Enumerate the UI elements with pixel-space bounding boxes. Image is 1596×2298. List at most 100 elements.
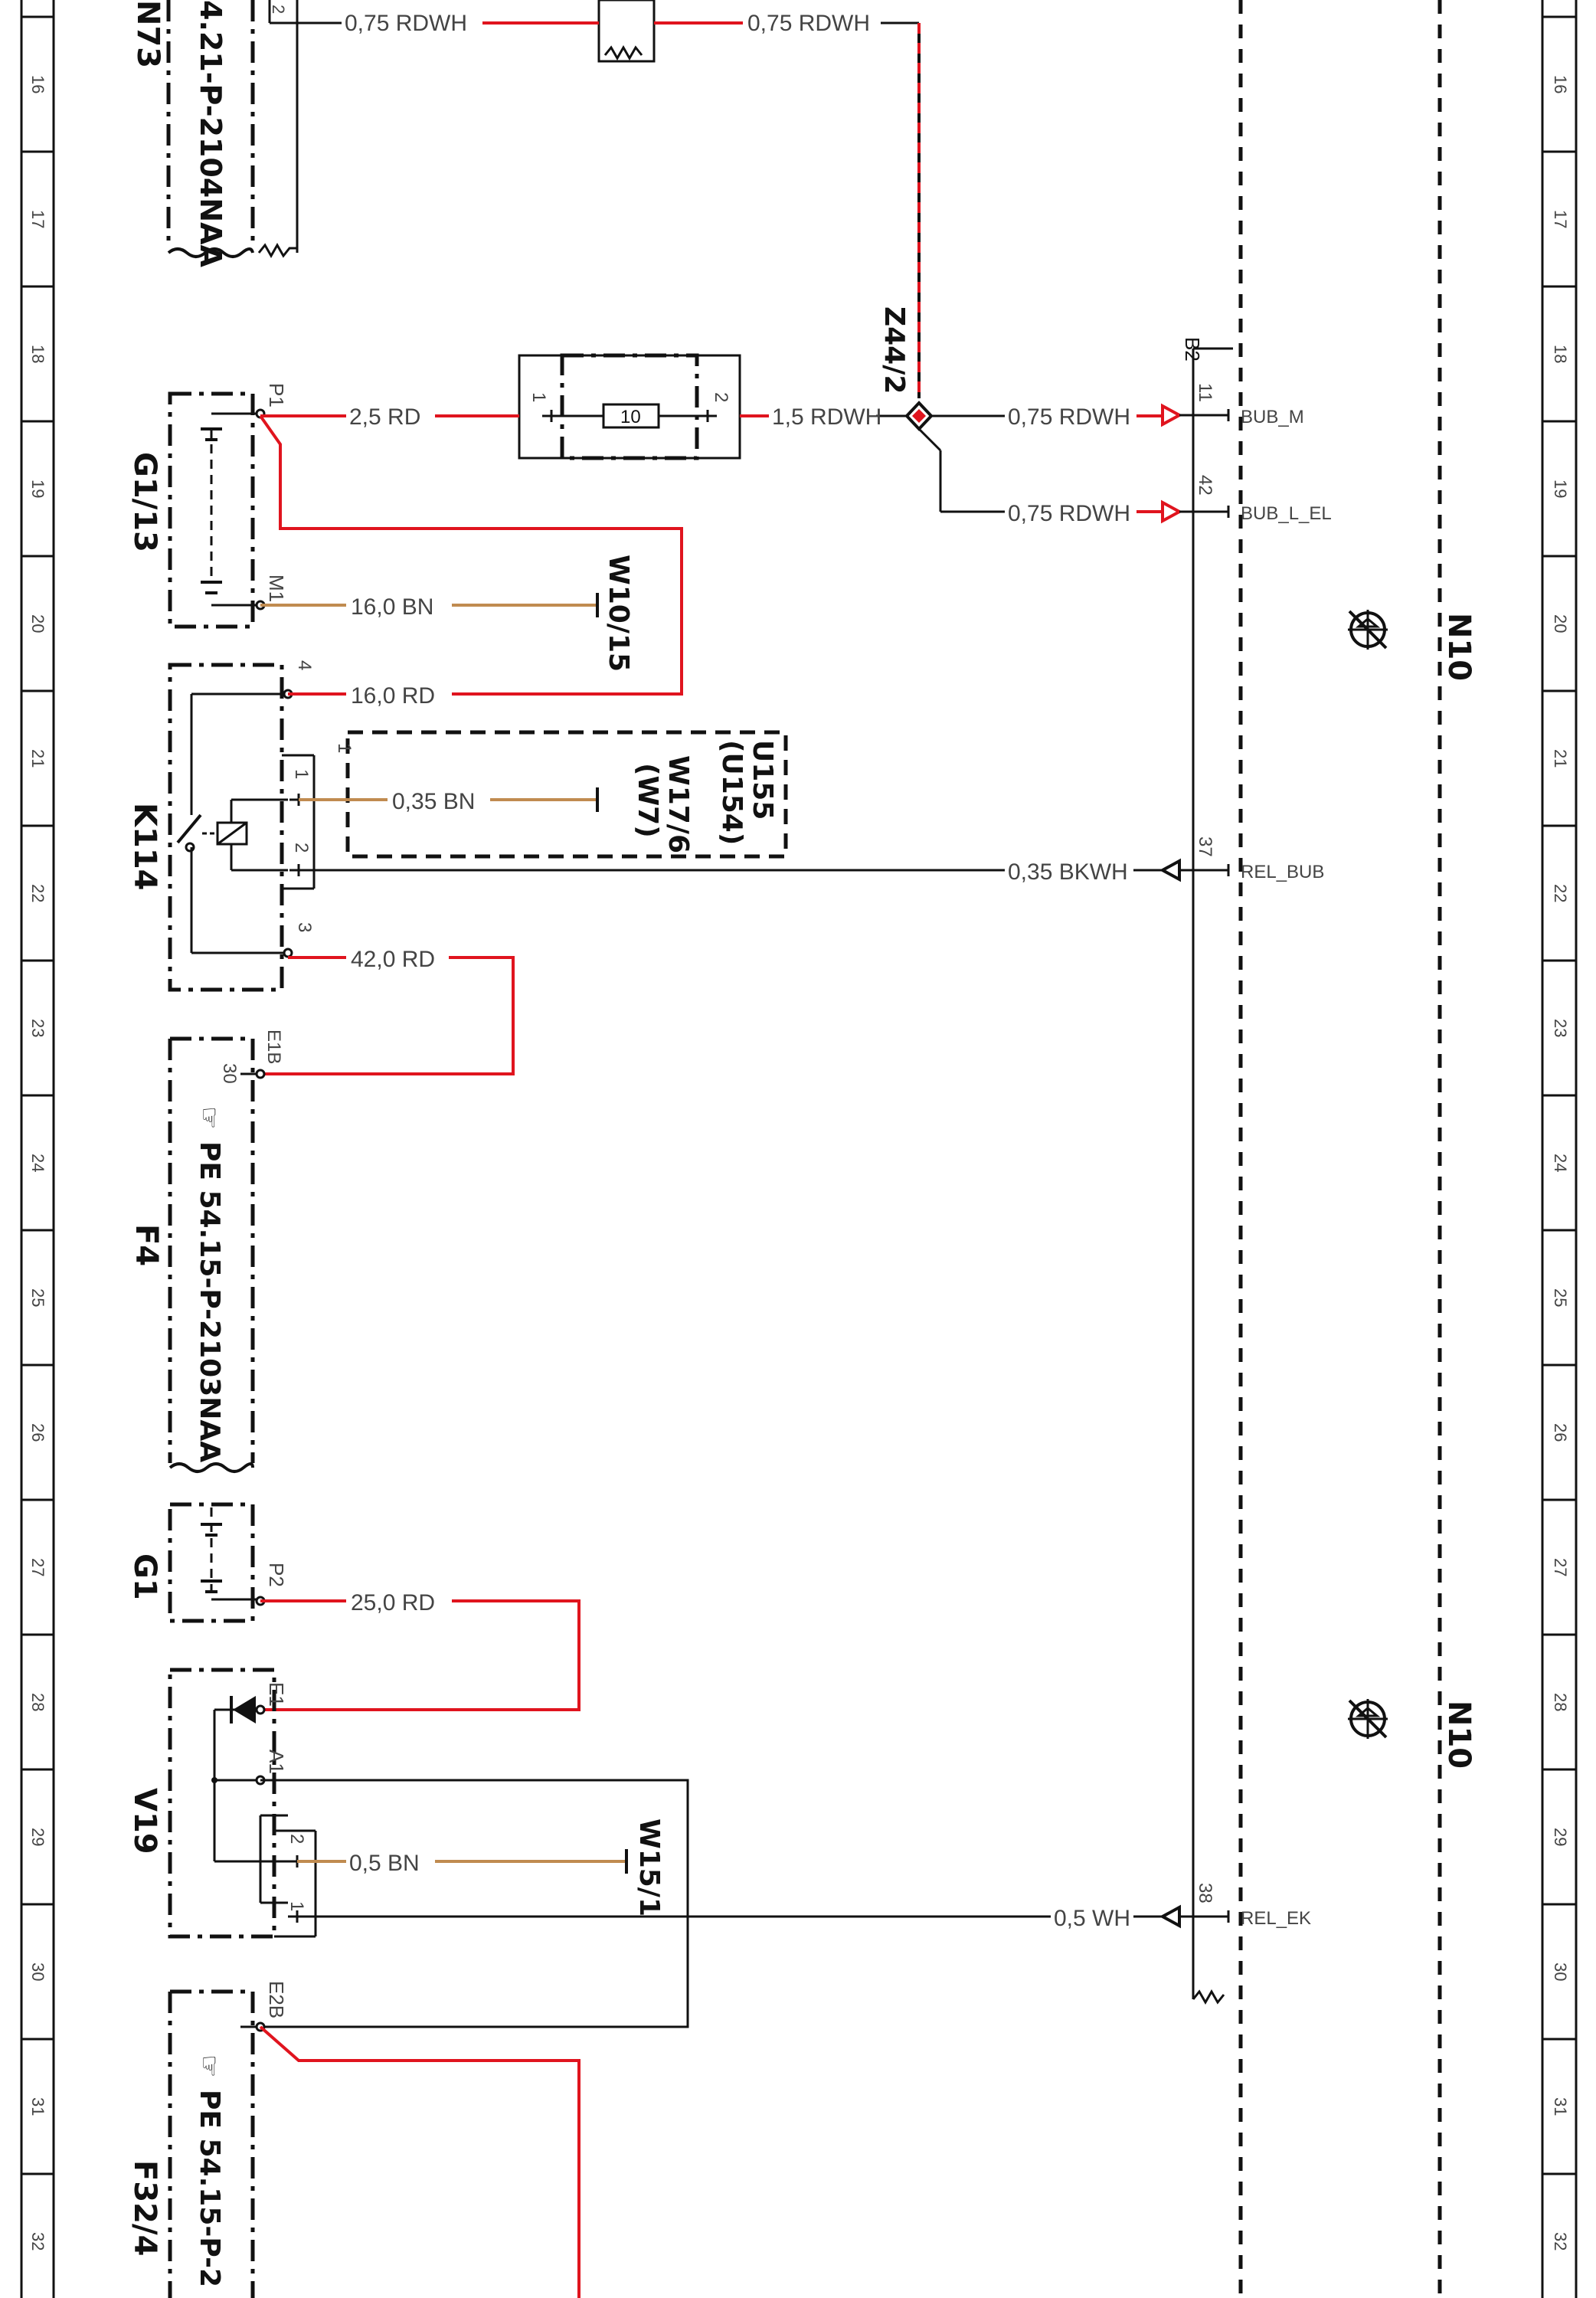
n10-signal-name: REL_EK bbox=[1241, 1908, 1311, 1929]
n10-signal-name: REL_BUB bbox=[1241, 862, 1324, 882]
wire-label: 0,5 BN bbox=[349, 1851, 420, 1876]
k114-label: K114 bbox=[127, 803, 162, 891]
ruler-number: 24 bbox=[28, 1154, 47, 1172]
ruler-number: 29 bbox=[28, 1828, 47, 1846]
ruler-number: 29 bbox=[1551, 1828, 1570, 1846]
w17-6-label: W17/6 bbox=[662, 755, 694, 853]
n10-signal-name: BUB_M bbox=[1241, 407, 1304, 427]
g1-13-label: G1/13 bbox=[127, 452, 162, 552]
n10-control-unit: B2 N10 N10 bbox=[1181, 0, 1477, 2298]
wire-z44-branch-a bbox=[917, 427, 942, 452]
w17-6-alt-label: (W7) bbox=[632, 763, 663, 838]
u155-label: U155 bbox=[747, 740, 778, 820]
f4-label: F4 bbox=[129, 1224, 164, 1266]
ruler-number: 17 bbox=[1551, 210, 1570, 228]
k114-pin3: 3 bbox=[294, 922, 315, 932]
f32-4-reference: PE 54.15-P-2 bbox=[194, 2090, 225, 2287]
wire-g1-to-v19 bbox=[260, 1599, 581, 1711]
n73-component: 2 N73 4.21-P-2104NAA bbox=[130, 0, 299, 267]
ruler-number: 19 bbox=[28, 480, 47, 498]
n10-pin-42: 42 BUB_L_EL bbox=[1161, 475, 1332, 524]
u155-frame-pin: 1 bbox=[334, 743, 355, 753]
ruler-number: 16 bbox=[1551, 75, 1570, 93]
k114-pin2: 2 bbox=[291, 843, 312, 853]
v19-pin-a1: A1 bbox=[265, 1750, 288, 1774]
w15-1-label: W15/1 bbox=[633, 1818, 665, 1917]
ruler-number: 24 bbox=[1551, 1154, 1570, 1172]
ruler-number: 27 bbox=[1551, 1558, 1570, 1576]
ruler-number: 30 bbox=[1551, 1962, 1570, 1981]
k114-relay: K114 4 1 2 3 bbox=[127, 660, 316, 992]
n10-pin-37: 37 REL_BUB bbox=[1159, 836, 1324, 882]
z44-2-label: Z44/2 bbox=[878, 306, 910, 394]
ground-symbol-top bbox=[1346, 608, 1389, 651]
g1-pin: P2 bbox=[265, 1563, 288, 1587]
n10-pin-number: 37 bbox=[1195, 836, 1215, 857]
wire-label: 42,0 RD bbox=[351, 947, 435, 972]
f4-fuse-box: E1B 30 ☞ PE 54.15-P-2103NAA F4 bbox=[129, 1030, 284, 1473]
n73-pin: 2 bbox=[269, 5, 288, 14]
ruler-number: 31 bbox=[1551, 2097, 1570, 2116]
ruler-number: 19 bbox=[1551, 480, 1570, 498]
wire-a1-to-f32 bbox=[260, 1779, 689, 2028]
wire-label: 0,75 RDWH bbox=[1008, 404, 1130, 430]
n10-pin-38: 38 REL_EK bbox=[1159, 1883, 1311, 1929]
wire-label: 0,75 RDWH bbox=[1008, 501, 1130, 526]
wire-p1-to-k114 bbox=[259, 414, 683, 696]
w10-15-label: W10/15 bbox=[603, 555, 634, 672]
n10-pin-number: 11 bbox=[1195, 383, 1215, 402]
ruler-number: 26 bbox=[28, 1423, 47, 1442]
wire-label: 2,5 RD bbox=[349, 404, 420, 430]
wire-f32-out bbox=[259, 2025, 581, 2298]
f32-4-label: F32/4 bbox=[127, 2160, 162, 2256]
v19-pin-e1: E1 bbox=[265, 1682, 288, 1707]
wire-label: 0,75 RDWH bbox=[345, 11, 467, 36]
ruler-number: 32 bbox=[1551, 2232, 1570, 2251]
ruler-number: 26 bbox=[1551, 1423, 1570, 1442]
top-resistor bbox=[597, 0, 656, 63]
ruler-number: 22 bbox=[1551, 884, 1570, 902]
ruler-number: 23 bbox=[1551, 1019, 1570, 1037]
n10-signal-name: BUB_L_EL bbox=[1241, 503, 1332, 524]
n73-reference: 4.21-P-2104NAA bbox=[194, 0, 227, 267]
f4-pin-label: E1B bbox=[263, 1030, 284, 1064]
ruler-number: 25 bbox=[1551, 1288, 1570, 1307]
n10-label-bottom: N10 bbox=[1441, 1701, 1477, 1769]
g1-battery: G1 P2 bbox=[127, 1502, 288, 1623]
ruler-number: 27 bbox=[28, 1558, 47, 1576]
wire-label: 25,0 RD bbox=[351, 1590, 435, 1615]
ruler-number: 23 bbox=[28, 1019, 47, 1037]
g1-13-pin-p1: P1 bbox=[265, 383, 288, 408]
n10-label-top: N10 bbox=[1441, 613, 1477, 681]
ruler-number: 21 bbox=[1551, 749, 1570, 768]
pointing-hand-icon: ☞ bbox=[194, 2054, 224, 2077]
ruler-number: 18 bbox=[28, 345, 47, 363]
ruler-number: 20 bbox=[1551, 614, 1570, 633]
f32-4-pin: E2B bbox=[265, 1981, 288, 2018]
fuse-number: 10 bbox=[620, 407, 641, 427]
wire-label: 1,5 RDWH bbox=[772, 404, 881, 430]
wire-label: 0,35 BN bbox=[392, 789, 475, 814]
ruler-number: 22 bbox=[28, 884, 47, 902]
u155-alt-label: (U154) bbox=[716, 740, 747, 845]
n10-pin-number: 42 bbox=[1195, 475, 1215, 496]
ruler-number: 32 bbox=[28, 2232, 47, 2251]
ruler-number: 30 bbox=[28, 1962, 47, 1981]
ruler-number: 25 bbox=[28, 1288, 47, 1307]
fuse-10: 10 1 2 bbox=[518, 353, 741, 460]
v19-label: V19 bbox=[127, 1788, 162, 1854]
g1-13-battery: G1/13 P1 M1 bbox=[127, 383, 288, 629]
ruler-number: 28 bbox=[28, 1693, 47, 1711]
v19-pin-1: 1 bbox=[286, 1901, 307, 1911]
ruler-number: 21 bbox=[28, 749, 47, 768]
z44-2-splice: Z44/2 bbox=[878, 306, 934, 431]
u155-module: 1 U155 (U154) W17/6 (W7) bbox=[334, 730, 788, 859]
n10-block-label: B2 bbox=[1181, 337, 1204, 362]
wire-to-f4 bbox=[260, 956, 515, 1075]
n10-pin-11: 11 BUB_M bbox=[1161, 383, 1304, 427]
pointing-hand-icon: ☞ bbox=[194, 1106, 224, 1129]
ruler-number: 16 bbox=[28, 75, 47, 93]
fuse-pin1: 1 bbox=[528, 392, 549, 402]
